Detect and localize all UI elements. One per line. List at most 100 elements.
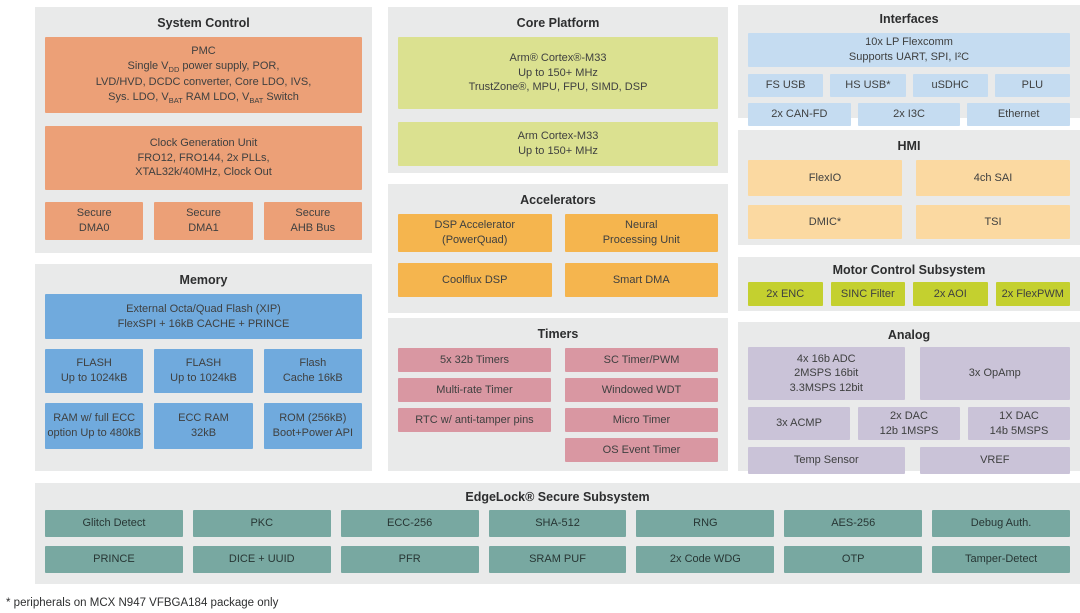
text-line: Up to 150+ MHz <box>518 145 598 157</box>
block-glitch-detect: Glitch Detect <box>45 510 183 537</box>
text-line: Micro Timer <box>612 413 671 426</box>
panel-accelerators: Accelerators DSP Accelerator (PowerQuad)… <box>388 184 728 313</box>
text-line: SRAM PUF <box>529 553 586 566</box>
text-line: ROM (256kB) <box>279 412 347 425</box>
text-line: Boot+Power API <box>272 427 354 439</box>
text-line: 3x ACMP <box>776 417 822 430</box>
panel-analog: Analog 4x 16b ADC 2MSPS 16bit 3.3MSPS 12… <box>738 322 1080 474</box>
text-line: Ethernet <box>997 108 1040 121</box>
block-ethernet: Ethernet <box>967 103 1071 126</box>
subscript: BAT <box>168 95 183 105</box>
block-flash-cache: Flash Cache 16kB <box>263 349 362 393</box>
block-tamper-detect: Tamper-Detect <box>932 546 1071 573</box>
text-line: SHA-512 <box>535 517 580 530</box>
text-line: 2x CAN-FD <box>771 108 828 121</box>
block-opamp: 3x OpAmp <box>919 347 1070 400</box>
text-line: FLASH <box>185 357 222 370</box>
text-line: Windowed WDT <box>601 383 682 396</box>
text-line: Temp Sensor <box>793 454 859 467</box>
panel-system-control: System Control PMC Single VDD power supp… <box>35 7 372 253</box>
text-line: DMA1 <box>188 222 219 234</box>
panel-core-platform: Core Platform Arm® Cortex®-M33 Up to 150… <box>388 7 728 173</box>
text-line: ECC RAM <box>178 412 229 425</box>
block-flexio: FlexIO <box>748 160 902 196</box>
text-line: 10x LP Flexcomm <box>865 36 953 49</box>
panel-title-system-control: System Control <box>157 16 250 30</box>
block-dsp-accelerator: DSP Accelerator (PowerQuad) <box>398 214 552 252</box>
text-line: 3.3MSPS 12bit <box>789 381 863 394</box>
text-line: 1X DAC <box>999 409 1039 422</box>
text-line: FS USB <box>765 79 806 92</box>
block-aes-256: AES-256 <box>784 510 923 537</box>
block-hs-usb: HS USB* <box>830 74 906 97</box>
block-sha-512: SHA-512 <box>488 510 627 537</box>
text-line: Smart DMA <box>612 273 670 286</box>
block-1x-dac: 1X DAC 14b 5MSPS <box>968 407 1070 440</box>
text-line: SINC Filter <box>840 287 895 300</box>
text-line: 2x AOI <box>933 287 967 300</box>
panel-title-edgelock: EdgeLock® Secure Subsystem <box>465 490 650 504</box>
panel-title-memory: Memory <box>179 273 228 287</box>
panel-title-interfaces: Interfaces <box>879 12 939 26</box>
text-line: 5x 32b Timers <box>439 353 510 366</box>
text-line: FlexIO <box>808 171 842 184</box>
block-sc-timer-pwm: SC Timer/PWM <box>565 348 718 372</box>
text-run: power supply, POR, <box>179 59 280 72</box>
block-dmic: DMIC* <box>748 205 902 239</box>
text-line: option Up to 480kB <box>47 427 141 439</box>
block-temp-sensor: Temp Sensor <box>748 447 905 474</box>
block-secure-dma0: Secure DMA0 <box>45 202 144 240</box>
block-4ch-sai: 4ch SAI <box>916 160 1070 196</box>
block-adc: 4x 16b ADC 2MSPS 16bit 3.3MSPS 12bit <box>748 347 905 400</box>
text-line: RTC w/ anti-tamper pins <box>415 413 534 426</box>
block-acmp: 3x ACMP <box>748 407 850 440</box>
panel-hmi: HMI FlexIO 4ch SAI DMIC* TSI <box>738 130 1080 245</box>
text-line: PRINCE <box>93 553 135 566</box>
panel-title-accelerators: Accelerators <box>520 193 596 207</box>
text-line: Up to 1024kB <box>60 372 128 384</box>
text-line: FlexSPI + 16kB CACHE + PRINCE <box>117 317 290 330</box>
text-line: 2MSPS 16bit <box>794 367 859 380</box>
block-smart-dma: Smart DMA <box>564 263 718 297</box>
block-dice-uuid: DICE + UUID <box>192 546 331 573</box>
block-debug-auth: Debug Auth. <box>932 510 1071 537</box>
text-line: Multi-rate Timer <box>436 383 513 396</box>
block-multirate-timer: Multi-rate Timer <box>398 378 551 402</box>
block-pfr: PFR <box>340 546 479 573</box>
pmc-line-3: LVD/HVD, DCDC converter, Core LDO, IVS, <box>95 76 312 88</box>
text-line: DSP Accelerator <box>434 219 515 232</box>
text-line: VREF <box>980 454 1010 467</box>
block-vref: VREF <box>919 447 1070 474</box>
block-micro-timer: Micro Timer <box>565 408 718 432</box>
panel-timers: Timers 5x 32b Timers Multi-rate Timer RT… <box>388 318 728 471</box>
block-cortex-m33-second: Arm Cortex-M33 Up to 150+ MHz <box>398 122 718 166</box>
block-flash-2: FLASH Up to 1024kB <box>154 349 253 393</box>
text-line: 2x DAC <box>890 409 928 422</box>
block-rng: RNG <box>636 510 775 537</box>
panel-title-hmi: HMI <box>897 139 921 153</box>
block-2x-aoi: 2x AOI <box>913 282 988 306</box>
text-line: Cache 16kB <box>282 372 343 384</box>
text-line: XTAL32k/40MHz, Clock Out <box>135 166 272 179</box>
subscript: DD <box>168 65 180 75</box>
text-line: ECC-256 <box>387 517 433 530</box>
text-line: Up to 1024kB <box>170 372 237 384</box>
text-line: 2x Code WDG <box>669 553 741 566</box>
pmc-line-1: PMC <box>191 45 216 58</box>
text-line: Coolflux DSP <box>442 273 508 286</box>
block-external-flash: External Octa/Quad Flash (XIP) FlexSPI +… <box>45 294 362 339</box>
text-line: Up to 150+ MHz <box>518 66 598 79</box>
text-line: 32kB <box>190 427 217 439</box>
block-neural-processing-unit: Neural Processing Unit <box>564 214 718 252</box>
pmc-line-4: Sys. LDO, VBAT RAM LDO, VBAT Switch <box>108 90 299 106</box>
footnote: * peripherals on MCX N947 VFBGA184 packa… <box>6 597 279 609</box>
text-line: 3x OpAmp <box>968 367 1021 380</box>
block-windowed-wdt: Windowed WDT <box>565 378 718 402</box>
block-ram-ecc-option: RAM w/ full ECC option Up to 480kB <box>45 403 144 449</box>
text-line: 4ch SAI <box>973 171 1013 184</box>
block-cortex-m33-main: Arm® Cortex®-M33 Up to 150+ MHz TrustZon… <box>398 37 718 109</box>
block-clock-generation-unit: Clock Generation Unit FRO12, FRO144, 2x … <box>45 126 362 190</box>
block-code-wdg: 2x Code WDG <box>636 546 775 573</box>
block-pmc: PMC Single VDD power supply, POR, LVD/HV… <box>45 37 362 113</box>
